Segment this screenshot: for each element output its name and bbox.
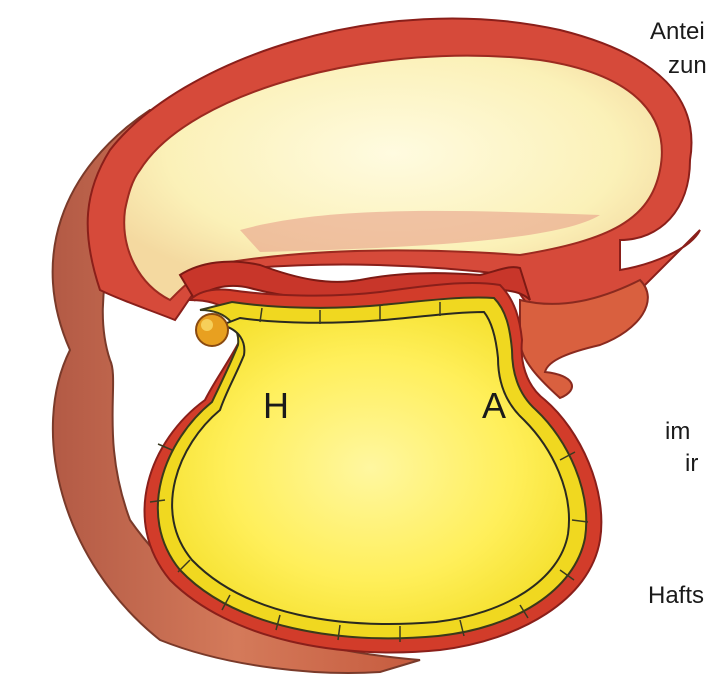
node-circle (196, 314, 228, 346)
side-label-3: im (665, 418, 690, 446)
side-label-1: Antei (650, 18, 705, 46)
label-h: H (263, 385, 289, 427)
side-label-4: ir (685, 450, 698, 478)
side-label-5: Hafts (648, 582, 704, 610)
label-a: A (482, 385, 506, 427)
node-highlight (201, 319, 213, 331)
side-label-2: zun (668, 52, 707, 80)
